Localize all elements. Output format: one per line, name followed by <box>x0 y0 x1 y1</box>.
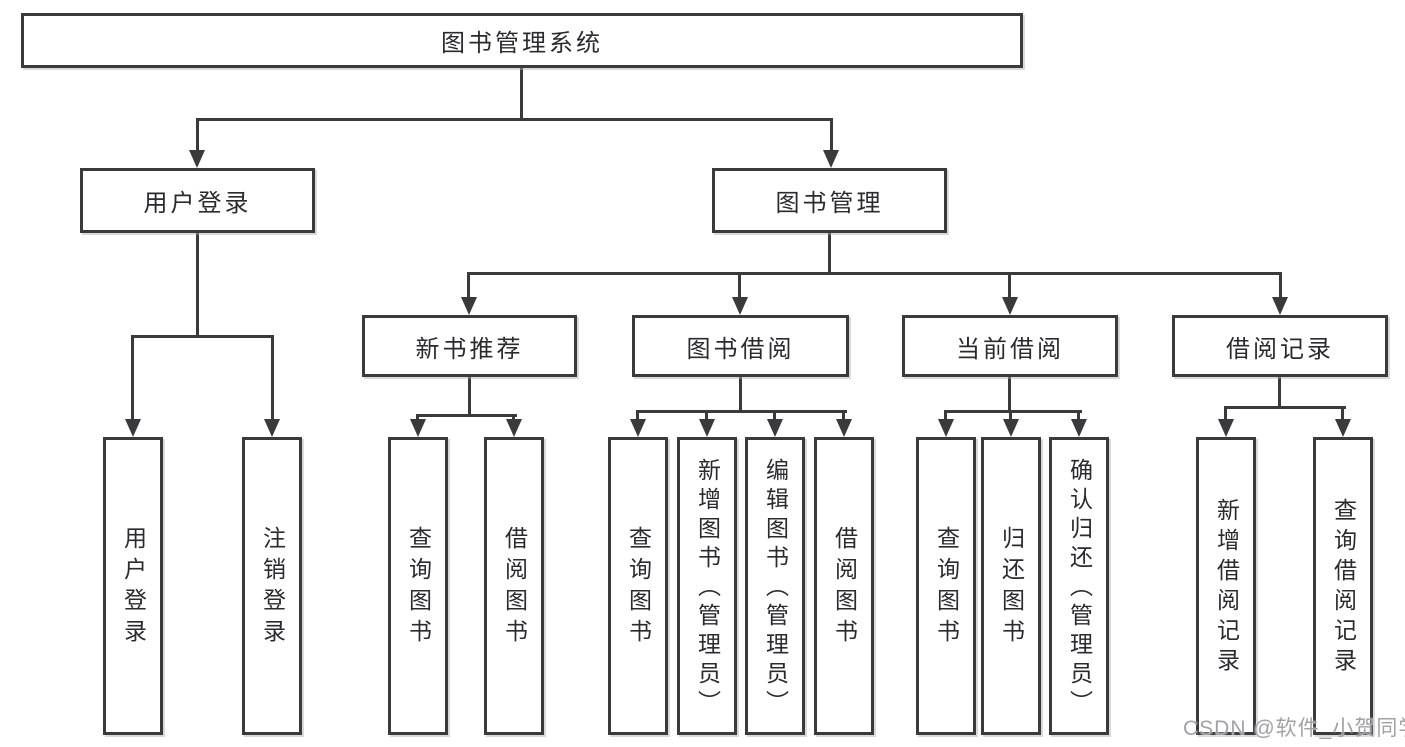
connector-line <box>636 410 639 424</box>
leaf-current-query-books: 查询图书 <box>916 437 976 735</box>
connector-line <box>1008 272 1011 300</box>
connector-line <box>828 233 831 275</box>
connector-line <box>131 335 274 338</box>
arrow-down-icon <box>1335 419 1351 437</box>
csdn-watermark: CSDN @软件_小贺同学 <box>1183 717 1405 740</box>
arrow-down-icon <box>264 419 280 437</box>
arrow-down-icon <box>1218 419 1234 437</box>
connector-line <box>271 335 274 421</box>
arrow-down-icon <box>1002 297 1018 315</box>
leaf-user-login: 用户登录 <box>103 437 163 735</box>
arrow-down-icon <box>699 419 715 437</box>
connector-line <box>1224 406 1227 424</box>
leaf-borrowing-borrow-books: 借阅图书 <box>814 437 874 735</box>
connector-line <box>468 377 471 417</box>
connector-line <box>1279 272 1282 300</box>
arrow-down-icon <box>823 150 839 168</box>
connector-line <box>416 414 517 417</box>
arrow-down-icon <box>506 419 522 437</box>
leaf-borrowing-edit-books-admin: 编辑图书（管理员） <box>745 437 805 735</box>
connector-line <box>1224 406 1346 409</box>
node-new-book-recommend: 新书推荐 <box>362 315 577 377</box>
arrow-down-icon <box>189 150 205 168</box>
connector-line <box>636 410 847 413</box>
arrow-down-icon <box>125 419 141 437</box>
connector-line <box>739 377 742 413</box>
connector-line <box>131 335 134 421</box>
connector-line <box>467 272 470 300</box>
connector-line <box>705 410 708 424</box>
connector-line <box>196 118 833 121</box>
leaf-records-add-borrow-record: 新增借阅记录 <box>1196 437 1256 735</box>
leaf-logout: 注销登录 <box>242 437 302 735</box>
node-book-borrowing: 图书借阅 <box>632 315 849 377</box>
leaf-recommend-borrow-books: 借阅图书 <box>484 437 544 735</box>
connector-line <box>520 68 523 118</box>
connector-line <box>467 272 1282 275</box>
leaf-current-return-books: 归还图书 <box>981 437 1041 735</box>
connector-line <box>738 272 741 300</box>
arrow-down-icon <box>630 419 646 437</box>
connector-line <box>1008 377 1011 413</box>
leaf-records-query-borrow-record: 查询借阅记录 <box>1313 437 1373 735</box>
connector-line <box>1009 410 1012 424</box>
node-book-management: 图书管理 <box>712 168 947 233</box>
connector-line <box>1341 406 1344 424</box>
leaf-borrowing-query-books: 查询图书 <box>608 437 668 735</box>
leaf-current-confirm-return-admin: 确认归还（管理员） <box>1049 437 1109 735</box>
arrow-down-icon <box>1071 419 1087 437</box>
arrow-down-icon <box>767 419 783 437</box>
connector-line <box>1278 377 1281 409</box>
node-borrowing-records: 借阅记录 <box>1172 315 1388 377</box>
arrow-down-icon <box>836 419 852 437</box>
arrow-down-icon <box>938 419 954 437</box>
connector-line <box>944 410 947 424</box>
arrow-down-icon <box>1272 297 1288 315</box>
node-root: 图书管理系统 <box>21 13 1023 68</box>
connector-line <box>773 410 776 424</box>
leaf-recommend-query-books: 查询图书 <box>388 437 448 735</box>
connector-line <box>842 410 845 424</box>
connector-line <box>944 410 1082 413</box>
arrow-down-icon <box>410 419 426 437</box>
arrow-down-icon <box>1003 419 1019 437</box>
arrow-down-icon <box>461 297 477 315</box>
arrow-down-icon <box>732 297 748 315</box>
node-current-borrowing: 当前借阅 <box>902 315 1118 377</box>
connector-line <box>196 233 199 338</box>
leaf-borrowing-add-books-admin: 新增图书（管理员） <box>677 437 737 735</box>
connector-line <box>830 118 833 152</box>
node-user-login: 用户登录 <box>80 168 315 233</box>
connector-line <box>196 118 199 152</box>
connector-line <box>1077 410 1080 424</box>
